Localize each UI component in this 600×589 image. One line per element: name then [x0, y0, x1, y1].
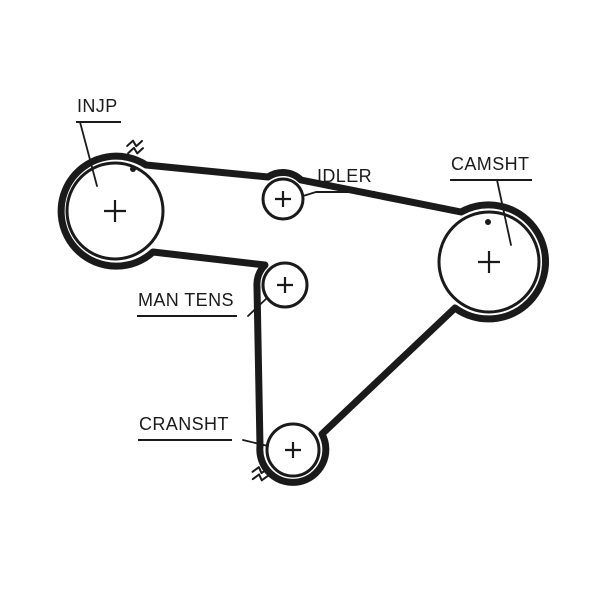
belt-break-mark-icon	[126, 139, 145, 155]
camsht-leader-line	[496, 179, 512, 246]
pulley-injp-center-cross-icon	[104, 200, 126, 222]
pulley-idler-center-cross-icon	[275, 191, 291, 207]
break-mark-stroke	[127, 146, 145, 155]
break-mark-stroke	[251, 466, 269, 475]
cransht-leader-line	[242, 439, 269, 447]
pulley-camsht-alignment-dot	[485, 219, 491, 225]
label-cransht: CRANSHT	[138, 414, 232, 441]
injp-leader-line	[79, 121, 98, 187]
man-tens-leader-line	[247, 297, 268, 317]
idler-leader-line	[302, 191, 317, 197]
pulley-man-tens-center-cross-icon	[277, 277, 293, 293]
label-injp: INJP	[76, 96, 121, 123]
label-man-tens: MAN TENS	[137, 290, 237, 317]
belt-break-mark-icon	[251, 466, 270, 482]
belt-path	[57, 152, 550, 486]
label-camsht: CAMSHT	[450, 154, 533, 181]
pulley-injp-alignment-dot	[130, 166, 136, 172]
pulley-cransht-center-cross-icon	[285, 442, 301, 458]
label-idler: IDLER	[316, 166, 376, 193]
break-mark-stroke	[126, 139, 144, 148]
break-mark-stroke	[251, 473, 270, 482]
pulley-camsht-center-cross-icon	[478, 251, 500, 273]
